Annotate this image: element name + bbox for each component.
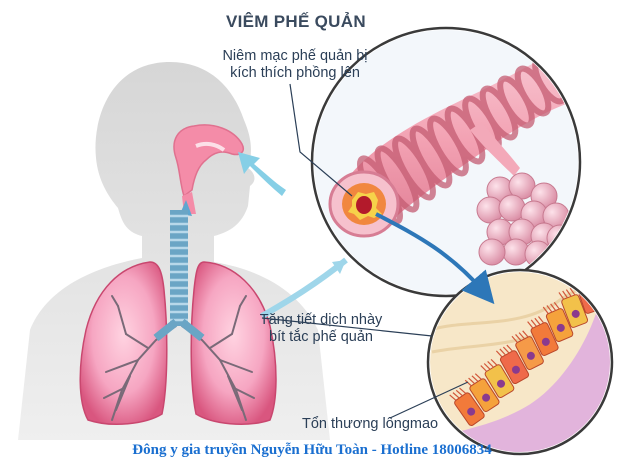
cilia-tissue-view — [426, 268, 614, 456]
trachea — [170, 210, 188, 326]
label-mucus-line-1: Tăng tiết dịch nhày — [259, 312, 383, 328]
leader-lines — [261, 83, 469, 419]
label-mucus-line-2: bít tắc phế quản — [269, 329, 373, 345]
label-cilia-damage: Tổn thương lôngmao — [302, 416, 439, 432]
footer-hotline: Đông y gia truyền Nguyễn Hữu Toàn - Hotl… — [132, 442, 492, 458]
label-mucosa-swollen: Niêm mạc phế quản bị kích thích phồng lê… — [210, 48, 380, 82]
label-mucosa-line-1: Niêm mạc phế quản bị — [222, 48, 368, 64]
bronchus-magnified-view — [310, 26, 582, 298]
bronchial-tree — [103, 295, 255, 421]
nasal-airway — [173, 124, 244, 216]
airflow-arrow — [238, 152, 286, 196]
arrow-to-tissue — [375, 212, 495, 305]
label-mucosa-line-2: kích thích phồng lên — [230, 65, 360, 81]
diagram-title: VIÊM PHẾ QUẢN — [226, 12, 366, 31]
left-lung — [79, 261, 168, 425]
right-lung — [190, 261, 277, 425]
label-mucus-secretion: Tăng tiết dịch nhày bít tắc phế quản — [256, 312, 386, 346]
